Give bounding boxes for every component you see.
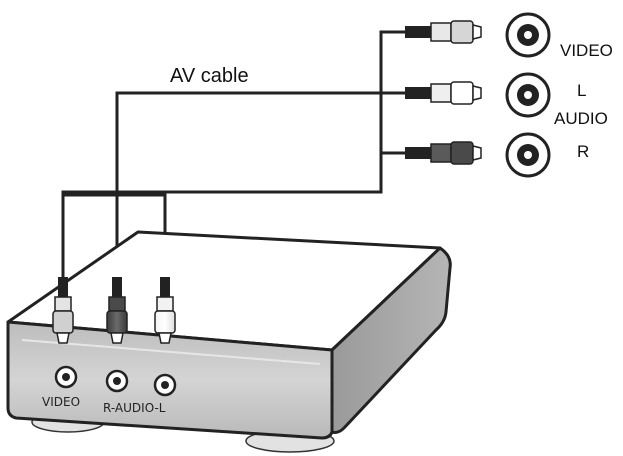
tv-video-label: VIDEO [560, 41, 613, 60]
box-video-label: VIDEO [42, 395, 80, 409]
audio-left-wire [115, 91, 405, 277]
tv-right-label: R [577, 142, 589, 161]
tv-plug-audio-left [405, 81, 482, 105]
box-plug-audio-right [106, 277, 128, 344]
box-plug-audio-left [154, 277, 176, 344]
box-jack-audio-left [153, 373, 177, 397]
tv-jack-audio-left [505, 72, 551, 118]
box-jack-video [54, 365, 78, 389]
video-wire [61, 30, 405, 277]
tv-left-label: L [577, 81, 586, 100]
tv-jack-video [505, 12, 551, 58]
tv-audio-label: AUDIO [554, 109, 608, 128]
cable-label: AV cable [170, 65, 249, 87]
av-device-box [6, 230, 452, 453]
box-jack-audio-right [105, 369, 129, 393]
tv-plug-video [405, 20, 482, 44]
tv-jack-audio-right [505, 132, 551, 178]
tv-plug-audio-right [405, 141, 482, 165]
box-plug-video [52, 277, 74, 344]
box-audio-label: R-AUDIO-L [103, 401, 166, 415]
